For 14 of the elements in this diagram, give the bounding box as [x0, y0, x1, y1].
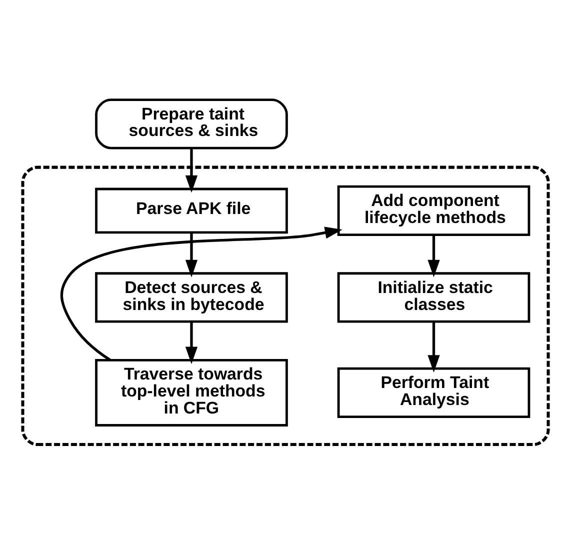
node-box: Perform Taint Analysis — [337, 366, 530, 418]
arrow — [185, 148, 198, 192]
arrow — [60, 226, 342, 361]
node-box: Parse APK file — [95, 187, 288, 234]
arrow — [185, 321, 198, 364]
node-box: Initialize static classes — [337, 272, 530, 322]
cluster — [21, 165, 550, 446]
arrow — [428, 321, 440, 372]
arrow — [185, 232, 198, 277]
node-box: Add component lifecycle methods — [337, 184, 530, 236]
node-box: Prepare taint sources & sinks — [95, 98, 288, 149]
arrow — [428, 234, 440, 277]
node-box: Traverse towards top-level methods in CFG — [95, 358, 288, 426]
node-box: Detect sources & sinks in bytecode — [95, 272, 288, 322]
